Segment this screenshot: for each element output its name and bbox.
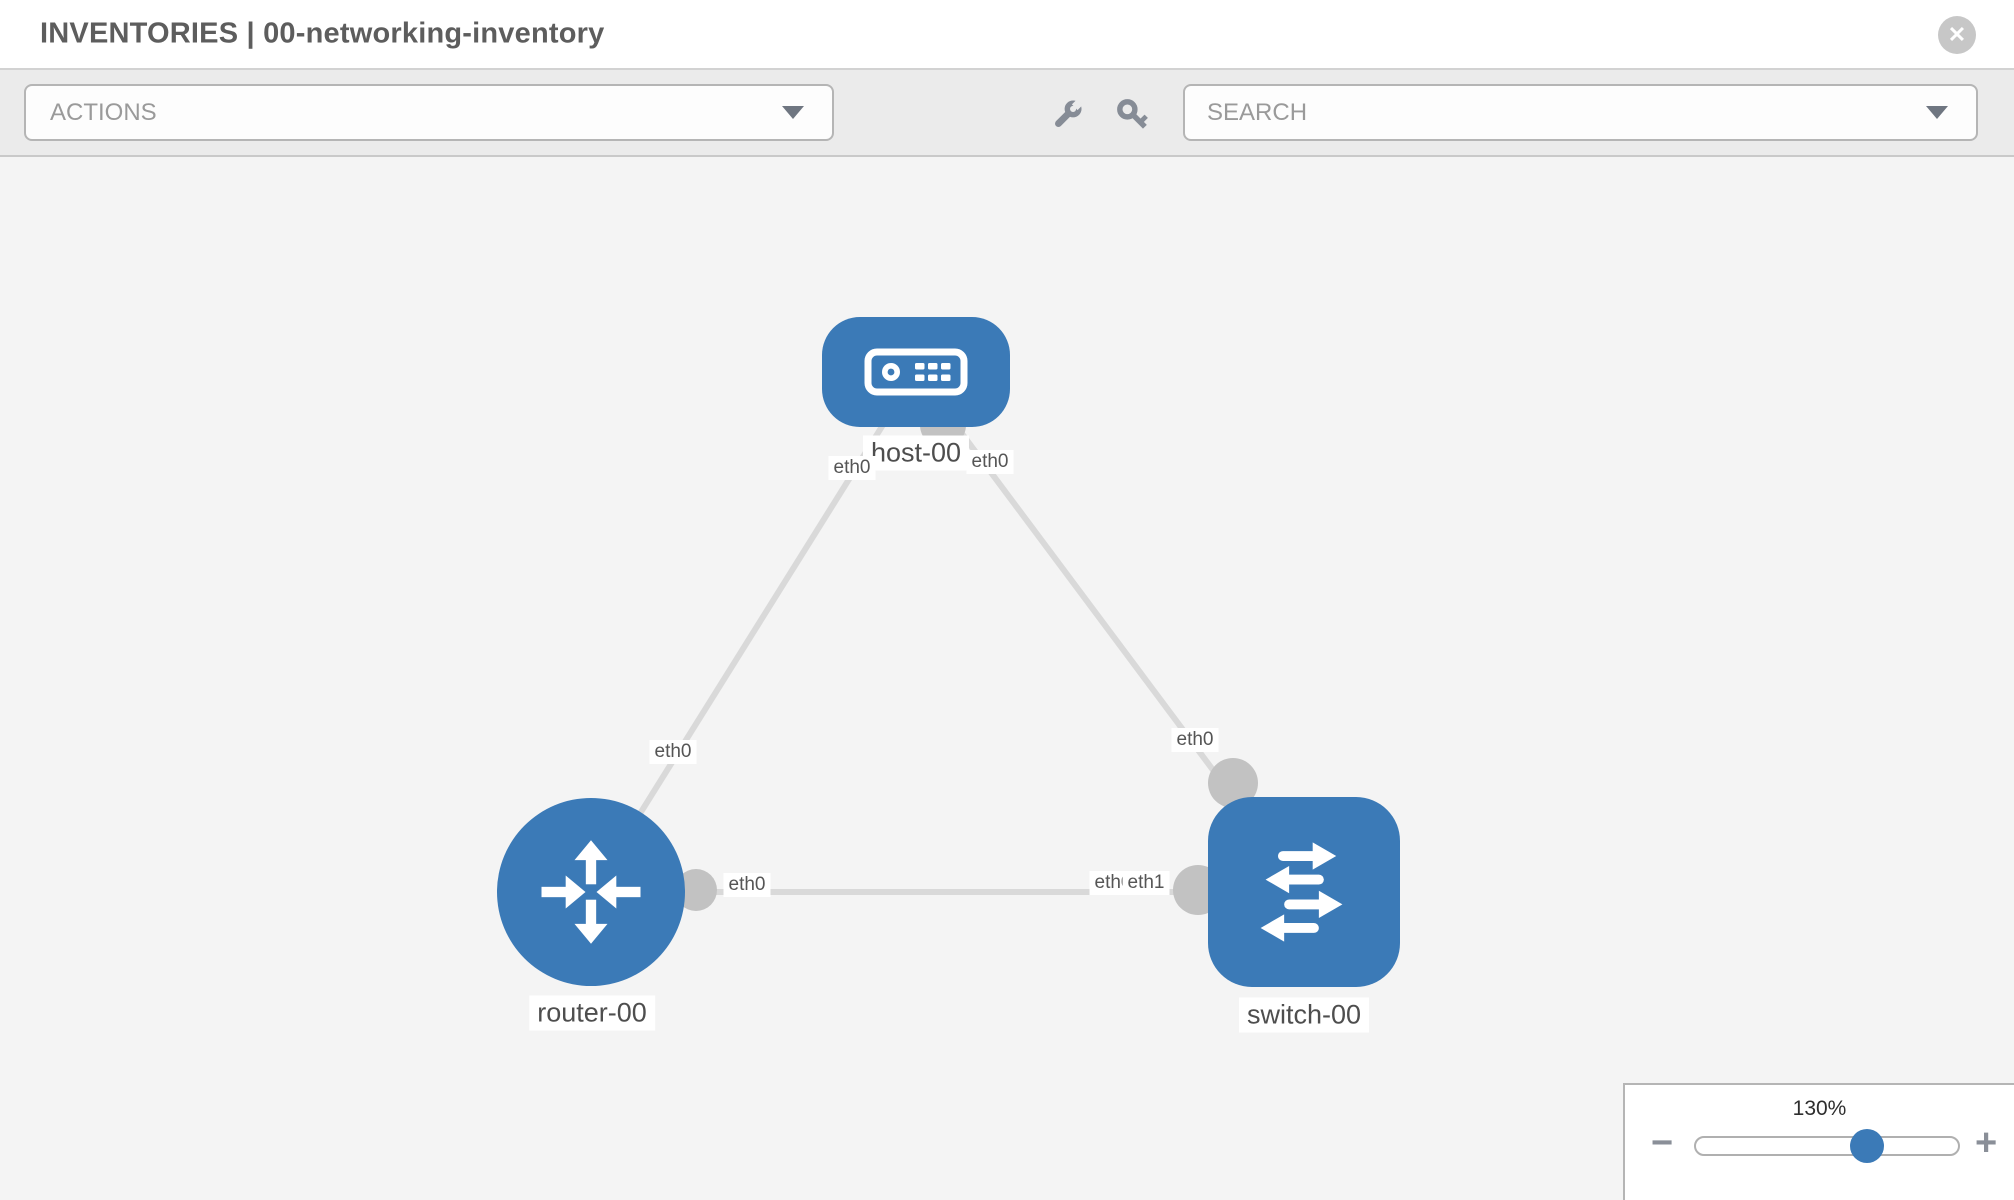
chevron-down-icon xyxy=(782,106,804,119)
node-label-switch: switch-00 xyxy=(1238,997,1370,1033)
page-title: INVENTORIES | 00-networking-inventory xyxy=(40,17,605,50)
interface-label: eth0 xyxy=(1171,728,1219,752)
wrench-icon[interactable] xyxy=(1046,96,1086,136)
actions-dropdown-label: ACTIONS xyxy=(50,98,157,126)
node-label-host: host-00 xyxy=(862,435,970,471)
search-input[interactable] xyxy=(1185,98,1926,127)
interface-label: eth1 xyxy=(1122,871,1170,895)
switch-icon xyxy=(1260,842,1343,942)
close-button[interactable]: ✕ xyxy=(1938,16,1976,54)
topology-links-layer xyxy=(588,370,1307,915)
page-header: INVENTORIES | 00-networking-inventory ✕ xyxy=(0,0,2014,70)
interface-dot xyxy=(675,869,717,911)
node-router-00[interactable] xyxy=(497,798,685,986)
toolbar: ACTIONS xyxy=(0,70,2014,157)
zoom-level-readout: 130% xyxy=(1792,1097,1847,1120)
node-host-00[interactable] xyxy=(822,317,1010,427)
chevron-down-icon xyxy=(1926,106,1948,119)
interface-dot xyxy=(1208,758,1258,808)
zoom-out-button[interactable]: − xyxy=(1651,1122,1674,1164)
zoom-slider-thumb[interactable] xyxy=(1850,1129,1884,1163)
interface-label: eth0 xyxy=(723,873,771,897)
topology-canvas[interactable]: host-00 router-00 switch-00 eth0 eth0 et… xyxy=(0,157,2014,1200)
node-switch-00[interactable] xyxy=(1208,797,1400,987)
zoom-control-panel: 130% − + xyxy=(1623,1083,2014,1200)
actions-dropdown[interactable]: ACTIONS xyxy=(24,84,834,141)
host-icon xyxy=(864,348,968,396)
router-icon xyxy=(541,840,641,944)
zoom-in-button[interactable]: + xyxy=(1975,1122,1998,1164)
close-icon: ✕ xyxy=(1947,22,1967,47)
search-box xyxy=(1183,84,1978,141)
node-label-router: router-00 xyxy=(529,995,655,1031)
key-icon[interactable] xyxy=(1114,96,1154,136)
zoom-slider-track[interactable] xyxy=(1694,1129,1960,1163)
interface-label: eth0 xyxy=(966,450,1014,474)
interface-label: eth0 xyxy=(828,456,876,480)
interface-label: eth0 xyxy=(649,740,697,764)
